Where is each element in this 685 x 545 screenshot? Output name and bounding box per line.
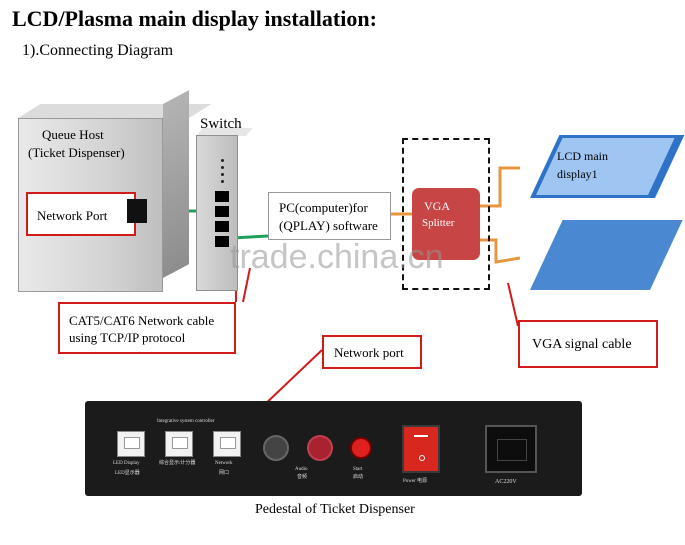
system-controller-port — [165, 431, 193, 457]
network-port-callout-label: Network port — [334, 345, 404, 360]
switch-port — [215, 236, 229, 247]
queue-host-side — [163, 90, 189, 278]
port-label: Network — [215, 461, 233, 466]
ac-power-socket — [485, 425, 537, 473]
switch-port — [215, 221, 229, 232]
audio-jack-red — [307, 435, 333, 461]
audio-sublabel: 音频 — [297, 475, 308, 480]
switch-port — [215, 206, 229, 217]
port-sublabel: LED显示器 — [115, 471, 140, 476]
indicator-light — [221, 166, 224, 169]
audio-jack-black — [263, 435, 289, 461]
power-label: Power 电源 — [403, 479, 428, 484]
queue-host-sublabel: (Ticket Dispenser) — [28, 145, 125, 160]
cable-callout-line-2 — [242, 267, 251, 303]
page-subtitle: 1).Connecting Diagram — [22, 42, 174, 59]
network-port-label: Network Port — [37, 208, 108, 223]
lcd-sublabel: display1 — [557, 167, 598, 181]
vga-lcd1-cable — [480, 166, 520, 208]
vga-cable-label: VGA signal cable — [532, 337, 632, 352]
vga-splitter-sublabel: Splitter — [422, 217, 455, 229]
ac-label: AC220V — [495, 479, 517, 485]
cable-callout-box: CAT5/CAT6 Network cable using TCP/IP pro… — [58, 302, 236, 354]
pc-software-box: PC(computer)for (QPLAY) software — [268, 192, 391, 240]
cable-label-line2: using TCP/IP protocol — [69, 330, 186, 345]
indicator-light — [221, 180, 224, 183]
switch-port — [215, 191, 229, 202]
audio-label: Audio — [295, 467, 308, 472]
pc-label-line1: PC(computer)for — [279, 200, 368, 215]
queue-host-label: Queue Host — [42, 127, 104, 142]
power-switch — [402, 425, 440, 473]
start-sublabel: 启动 — [353, 475, 364, 480]
watermark: trade.china.cn — [230, 238, 444, 276]
lcd-label: LCD main — [557, 149, 608, 163]
page-title: LCD/Plasma main display installation: — [12, 6, 377, 31]
vga-callout-line — [507, 282, 519, 327]
vga-cable-callout-box: VGA signal cable — [518, 320, 658, 368]
indicator-light — [221, 159, 224, 162]
led-display-port — [117, 431, 145, 457]
network-port-callout-box: Network Port — [26, 192, 136, 236]
indicator-light — [221, 173, 224, 176]
network-port-callout-box-2: Network port — [322, 335, 422, 369]
start-label: Start — [353, 467, 363, 472]
vga-splitter-group — [402, 138, 490, 290]
panel-caption: Pedestal of Ticket Dispenser — [255, 502, 415, 517]
host-network-port — [127, 199, 147, 223]
port-sublabel: 网口 — [219, 471, 230, 476]
pedestal-panel: LED Display LED显示器 Integrative system co… — [85, 401, 582, 496]
network-switch — [196, 135, 238, 291]
network-port — [213, 431, 241, 457]
port-label: LED Display — [113, 461, 140, 466]
port-label: Integrative system controller — [157, 419, 215, 424]
vga-splitter-label: VGA — [424, 199, 450, 213]
port-sublabel: 综合显示/计分器 — [159, 461, 196, 466]
cable-label-line1: CAT5/CAT6 Network cable — [69, 313, 215, 328]
vga-splitter: VGA Splitter — [412, 188, 480, 260]
switch-pc-cable — [231, 234, 269, 240]
pc-label-line2: (QPLAY) software — [279, 218, 378, 233]
start-button — [350, 437, 372, 459]
